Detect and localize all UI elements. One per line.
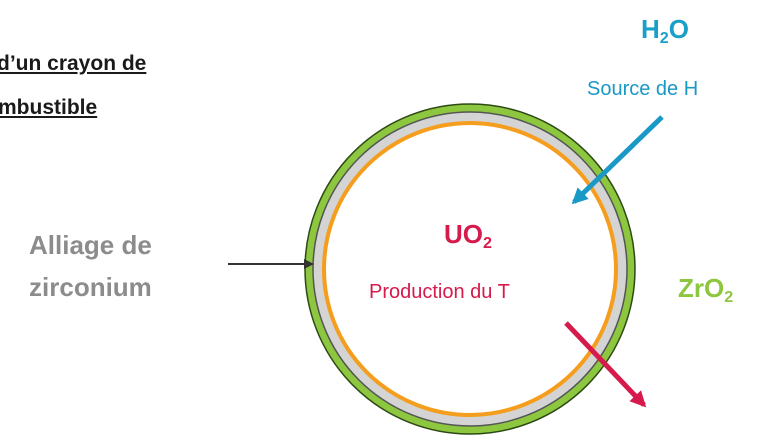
fuel-label: UO2 — [444, 219, 492, 253]
diagram-title-line-1: d’un crayon de — [0, 52, 147, 75]
water-label: H2O — [641, 14, 689, 48]
diagram-title-line-2: mbustible — [0, 96, 98, 119]
hydrogen-source-label: Source de H — [587, 78, 699, 100]
hydrogen-ingress-arrow — [571, 115, 664, 205]
uo2-fuel-pellet — [322, 121, 618, 417]
tritium-production-label: Production du T — [369, 281, 510, 303]
oxide-label: ZrO2 — [678, 273, 734, 307]
tritium-release-arrow — [564, 321, 647, 408]
